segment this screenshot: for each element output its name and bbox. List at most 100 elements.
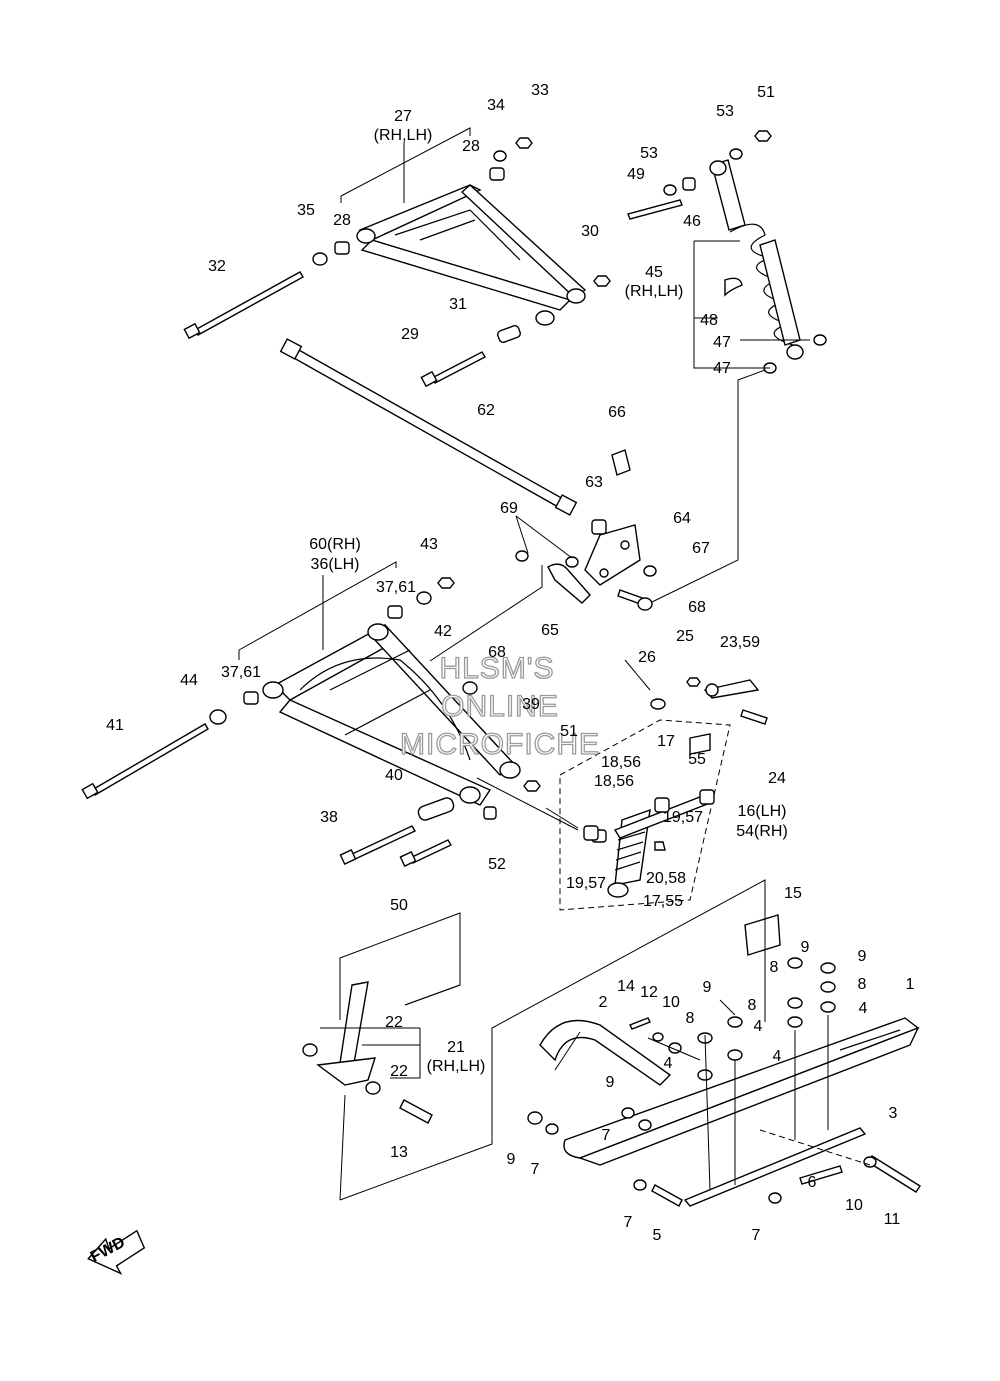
lower-a-arm (81, 577, 541, 867)
callout-47-b: 47 (713, 360, 731, 377)
upper-arm-hardware (183, 137, 611, 388)
callout-labels: 1 2 3 4 4 4 4 5 6 7 7 7 7 8 8 8 8 9 9 9 … (106, 82, 914, 1244)
callout-2: 2 (599, 994, 608, 1011)
callout-3: 3 (889, 1105, 898, 1122)
callout-50: 50 (390, 897, 408, 914)
callout-22-a: 22 (385, 1014, 403, 1031)
leader-lines (238, 127, 871, 1201)
upper-a-arm (356, 184, 587, 326)
callout-64: 64 (673, 510, 691, 527)
callout-19-57-b: 19,57 (566, 875, 606, 892)
callout-65: 65 (541, 622, 559, 639)
callout-27-sub: (RH,LH) (374, 127, 433, 144)
callout-62: 62 (477, 402, 495, 419)
ski (527, 914, 921, 1207)
callout-48: 48 (700, 312, 718, 329)
callout-18-56-b: 18,56 (594, 773, 634, 790)
watermark-line-3: MICROFICHE (400, 728, 600, 761)
callout-45: 45 (645, 264, 663, 281)
callout-7-c: 7 (624, 1214, 633, 1231)
callout-4-c: 4 (773, 1048, 782, 1065)
callout-15: 15 (784, 885, 802, 902)
callout-52: 52 (488, 856, 506, 873)
spindle-21 (302, 981, 433, 1124)
callout-19-57-a: 19,57 (663, 809, 703, 826)
callout-69: 69 (500, 500, 518, 517)
callout-5: 5 (653, 1227, 662, 1244)
callout-42: 42 (434, 623, 452, 640)
callout-16: 16(LH) (738, 803, 787, 820)
callout-51-a: 51 (757, 84, 775, 101)
callout-27: 27 (394, 108, 412, 125)
callout-12: 12 (640, 984, 658, 1001)
callout-9-d: 9 (606, 1074, 615, 1091)
callout-40: 40 (385, 767, 403, 784)
callout-7-d: 7 (752, 1227, 761, 1244)
callout-4-d: 4 (664, 1055, 673, 1072)
callout-55: 55 (688, 751, 706, 768)
callout-37-61-b: 37,61 (221, 664, 261, 681)
callout-10-b: 10 (845, 1197, 863, 1214)
callout-30: 30 (581, 223, 599, 240)
callout-41: 41 (106, 717, 124, 734)
callout-51-b: 51 (560, 723, 578, 740)
callout-39: 39 (522, 696, 540, 713)
watermark-line-2: ONLINE (441, 690, 559, 723)
callout-47-a: 47 (713, 334, 731, 351)
callout-22-b: 22 (390, 1063, 408, 1080)
spindle-assembly (559, 698, 731, 911)
callout-7-b: 7 (531, 1161, 540, 1178)
callout-63: 63 (585, 474, 603, 491)
callout-66: 66 (608, 404, 626, 421)
callout-34: 34 (487, 97, 505, 114)
callout-53-b: 53 (640, 145, 658, 162)
callout-35: 35 (297, 202, 315, 219)
callout-17-55: 17,55 (643, 893, 683, 910)
callout-29: 29 (401, 326, 419, 343)
callout-14: 14 (617, 978, 635, 995)
callout-21: 21 (447, 1039, 465, 1056)
callout-32: 32 (208, 258, 226, 275)
fwd-arrow-icon: FWD (87, 1229, 146, 1275)
callout-31: 31 (449, 296, 467, 313)
callout-67: 67 (692, 540, 710, 557)
callout-18-56-a: 18,56 (601, 754, 641, 771)
callout-9-a: 9 (858, 948, 867, 965)
callout-28-a: 28 (462, 138, 480, 155)
callout-44: 44 (180, 672, 198, 689)
callout-36: 36(LH) (311, 556, 360, 573)
callout-9-e: 9 (507, 1151, 516, 1168)
callout-25: 25 (676, 628, 694, 645)
callout-45-sub: (RH,LH) (625, 283, 684, 300)
callout-1: 1 (906, 976, 915, 993)
callout-11: 11 (884, 1211, 901, 1228)
callout-46: 46 (683, 213, 701, 230)
callout-21-sub: (RH,LH) (427, 1058, 486, 1075)
callout-24: 24 (768, 770, 786, 787)
callout-17: 17 (657, 733, 675, 750)
callout-20-58: 20,58 (646, 870, 686, 887)
callout-8-a: 8 (858, 976, 867, 993)
bracket-assembly (515, 449, 657, 611)
watermark-line-1: HLSM'S (439, 652, 554, 685)
callout-54: 54(RH) (736, 823, 788, 840)
callout-33: 33 (531, 82, 549, 99)
callout-7-a: 7 (602, 1127, 611, 1144)
callout-26: 26 (638, 649, 656, 666)
callout-68-a: 68 (688, 599, 706, 616)
callout-53-a: 53 (716, 103, 734, 120)
callout-43: 43 (420, 536, 438, 553)
callout-9-c: 9 (703, 979, 712, 996)
callout-8-c: 8 (748, 997, 757, 1014)
callout-38: 38 (320, 809, 338, 826)
watermark: HLSM'S ONLINE MICROFICHE (399, 651, 600, 761)
long-shaft (279, 338, 578, 516)
callout-13: 13 (390, 1144, 408, 1161)
callout-49: 49 (627, 166, 645, 183)
callout-4-b: 4 (754, 1018, 763, 1035)
callout-23-59: 23,59 (720, 634, 760, 651)
callout-28-b: 28 (333, 212, 351, 229)
callout-10-a: 10 (662, 994, 680, 1011)
callout-4-a: 4 (859, 1000, 868, 1017)
